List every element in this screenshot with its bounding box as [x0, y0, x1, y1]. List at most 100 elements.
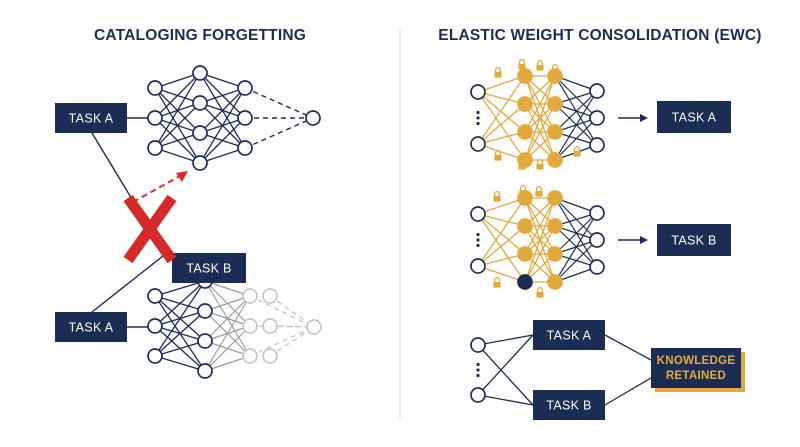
padlock-icon [493, 190, 501, 202]
gold-edge [524, 197, 556, 255]
network-node [237, 110, 253, 126]
network-edge [154, 340, 206, 357]
task-b-output-box: TASK B [657, 224, 731, 256]
padlock-icon [551, 63, 559, 75]
task-a-summary-box: TASK A [533, 320, 605, 350]
consolidated-node [547, 152, 563, 168]
network-edge [154, 132, 201, 149]
task-a-box-bottom-label: TASK A [69, 321, 114, 335]
knowledge-retained-badge: KNOWLEDGE RETAINED [651, 348, 745, 392]
network-node [147, 140, 163, 156]
network-node [237, 80, 253, 96]
output-node [589, 137, 605, 153]
summary-edge [477, 394, 534, 406]
task-b-box: TASK B [172, 253, 246, 283]
network-node [237, 140, 253, 156]
consolidated-node [517, 68, 533, 84]
task-a-box-top-label: TASK A [69, 112, 114, 126]
faded-dashed-edge [269, 326, 315, 357]
network-edge [199, 87, 246, 134]
arrow-right-icon [618, 236, 648, 244]
task-a-summary-box-bg [533, 320, 605, 350]
network-edge [199, 87, 246, 164]
vertical-ellipsis-icon [476, 110, 480, 126]
task-a-box-bottom-bg [55, 312, 127, 342]
left-panel-title: CATALOGING FORGETTING [94, 27, 306, 44]
task-a-box-bottom: TASK A [55, 312, 127, 342]
gold-edge [477, 225, 526, 267]
task-b-summary-box-label: TASK B [546, 399, 591, 413]
faded-node [262, 348, 278, 364]
faded-node [262, 288, 278, 304]
gold-edge [477, 131, 526, 145]
faded-edge [204, 295, 251, 342]
faded-edge [204, 280, 251, 297]
input-node [470, 84, 486, 100]
consolidated-node [547, 246, 563, 262]
gold-edge [524, 103, 556, 161]
gold-edge [477, 213, 526, 255]
consolidated-node [547, 96, 563, 112]
output-node [589, 110, 605, 126]
consolidated-node [547, 218, 563, 234]
network-edge [154, 102, 201, 149]
consolidated-node [547, 124, 563, 140]
faded-edge [204, 325, 251, 372]
gold-edge [477, 265, 526, 283]
red-x-icon [123, 194, 177, 264]
network-node [147, 348, 163, 364]
network-edge [154, 72, 201, 89]
network-node [147, 80, 163, 96]
task-a-to-b-line [91, 251, 169, 313]
network-edge [154, 355, 206, 372]
network-node [197, 303, 213, 319]
badge-line-1: KNOWLEDGE [657, 355, 736, 367]
consolidated-node [517, 246, 533, 262]
faded-dashed-edge [249, 295, 315, 328]
input-node [470, 136, 486, 152]
network-edge [554, 212, 598, 283]
faded-node [262, 318, 278, 334]
connection-lines [91, 28, 652, 420]
arrow-right-icon [618, 114, 648, 122]
padlock-icon [519, 184, 527, 196]
faded-edge [204, 295, 251, 372]
output-node [589, 232, 605, 248]
padlock-icon [536, 59, 544, 71]
faded-node [306, 319, 322, 335]
faded-edge [204, 355, 251, 372]
input-node [470, 337, 486, 353]
output-node [589, 259, 605, 275]
summary-edge [477, 344, 534, 406]
gold-edge [524, 75, 556, 133]
network-edge [554, 212, 598, 255]
input-node [470, 206, 486, 222]
gold-edge [477, 213, 526, 283]
badge-line-2: RETAINED [666, 370, 726, 382]
padlock-icon [518, 158, 526, 170]
summary-edge [604, 377, 652, 406]
task-b-box-label: TASK B [186, 262, 231, 276]
gold-edge [477, 253, 526, 267]
gold-edge [477, 75, 526, 145]
task-a-summary-box-label: TASK A [547, 329, 592, 343]
network-node [192, 155, 208, 171]
task-b-output-box-label: TASK B [671, 234, 716, 248]
task-a-output-box-label: TASK A [672, 111, 717, 125]
gold-edge [477, 197, 526, 267]
consolidated-node [517, 124, 533, 140]
padlock-icon [536, 286, 544, 298]
consolidated-node [517, 96, 533, 112]
network-node [197, 363, 213, 379]
task-b-box-bg [172, 253, 246, 283]
vertical-ellipsis-icon [476, 362, 480, 378]
gold-edge [477, 75, 526, 93]
badge-bg [651, 348, 741, 388]
gold-edge [477, 103, 526, 145]
padlock-icon [535, 185, 543, 197]
gold-edge [477, 91, 526, 161]
padlock-icon [518, 58, 526, 70]
task-a-box-top-bg [55, 103, 127, 133]
summary-edge [477, 334, 534, 346]
